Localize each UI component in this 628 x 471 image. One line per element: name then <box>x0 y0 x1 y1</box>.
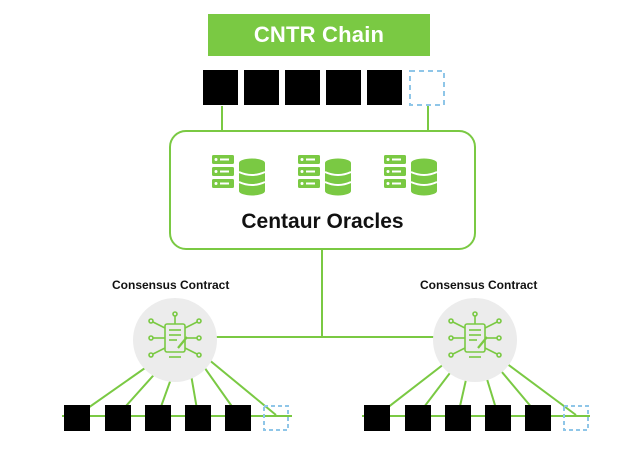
consensus-contract-label-left: Consensus Contract <box>112 278 230 292</box>
chain-block <box>326 70 361 105</box>
chain-block <box>445 405 471 431</box>
cntr-chain-title: CNTR Chain <box>208 14 430 56</box>
chain-block <box>285 70 320 105</box>
server-database-icon <box>384 155 438 196</box>
chain-block <box>185 405 211 431</box>
pending-chain-block <box>263 405 289 431</box>
server-database-icon <box>298 155 352 196</box>
chain-block <box>105 405 131 431</box>
chain-block <box>225 405 251 431</box>
connector-lines <box>185 106 475 338</box>
chain-block <box>145 405 171 431</box>
cntr-chain-blocks <box>203 70 445 106</box>
chain-block <box>405 405 431 431</box>
pending-chain-block <box>563 405 589 431</box>
chain-block <box>367 70 402 105</box>
centaur-oracles-label: Centaur Oracles <box>241 210 404 233</box>
contract-document-icon <box>448 311 502 358</box>
chain-block <box>244 70 279 105</box>
consensus-contract-label-right: Consensus Contract <box>420 278 538 292</box>
server-database-icon <box>212 155 266 196</box>
chain-block <box>525 405 551 431</box>
pending-chain-block <box>409 70 445 106</box>
consensus-contract-node-left <box>133 298 217 382</box>
chain-block <box>364 405 390 431</box>
chain-block <box>203 70 238 105</box>
consensus-contract-node-right <box>433 298 517 382</box>
chain-block <box>485 405 511 431</box>
chain-block <box>64 405 90 431</box>
blocks-right <box>364 405 589 431</box>
contract-document-icon <box>148 311 202 358</box>
blocks-left <box>64 405 289 431</box>
